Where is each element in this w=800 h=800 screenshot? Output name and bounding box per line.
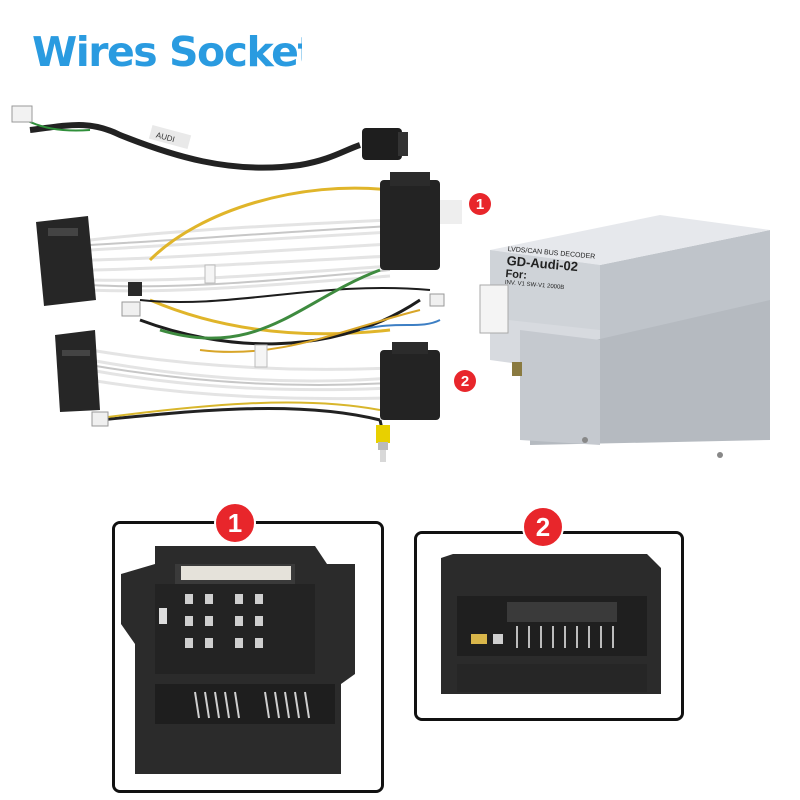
rca-plug bbox=[376, 425, 390, 462]
decoder-box bbox=[479, 215, 770, 458]
panel-badge-2: 2 bbox=[522, 506, 564, 548]
callout-badge-1: 1 bbox=[469, 193, 491, 215]
main-harness bbox=[89, 186, 441, 456]
callout-badge-2: 2 bbox=[454, 370, 476, 392]
socket-detail-panel-2 bbox=[414, 531, 684, 721]
page-title: Wires Sockets bbox=[32, 28, 302, 76]
socket-connector-1 bbox=[380, 172, 462, 270]
socket-1-illustration bbox=[115, 524, 381, 790]
left-connector-bottom bbox=[55, 330, 100, 412]
panel-badge-1: 1 bbox=[214, 502, 256, 544]
socket-2-illustration bbox=[417, 534, 681, 718]
socket-detail-panel-1 bbox=[112, 521, 384, 793]
socket-connector-2 bbox=[380, 342, 440, 420]
left-connector-top bbox=[36, 216, 96, 306]
audio-cable: AUDI bbox=[11, 105, 408, 171]
